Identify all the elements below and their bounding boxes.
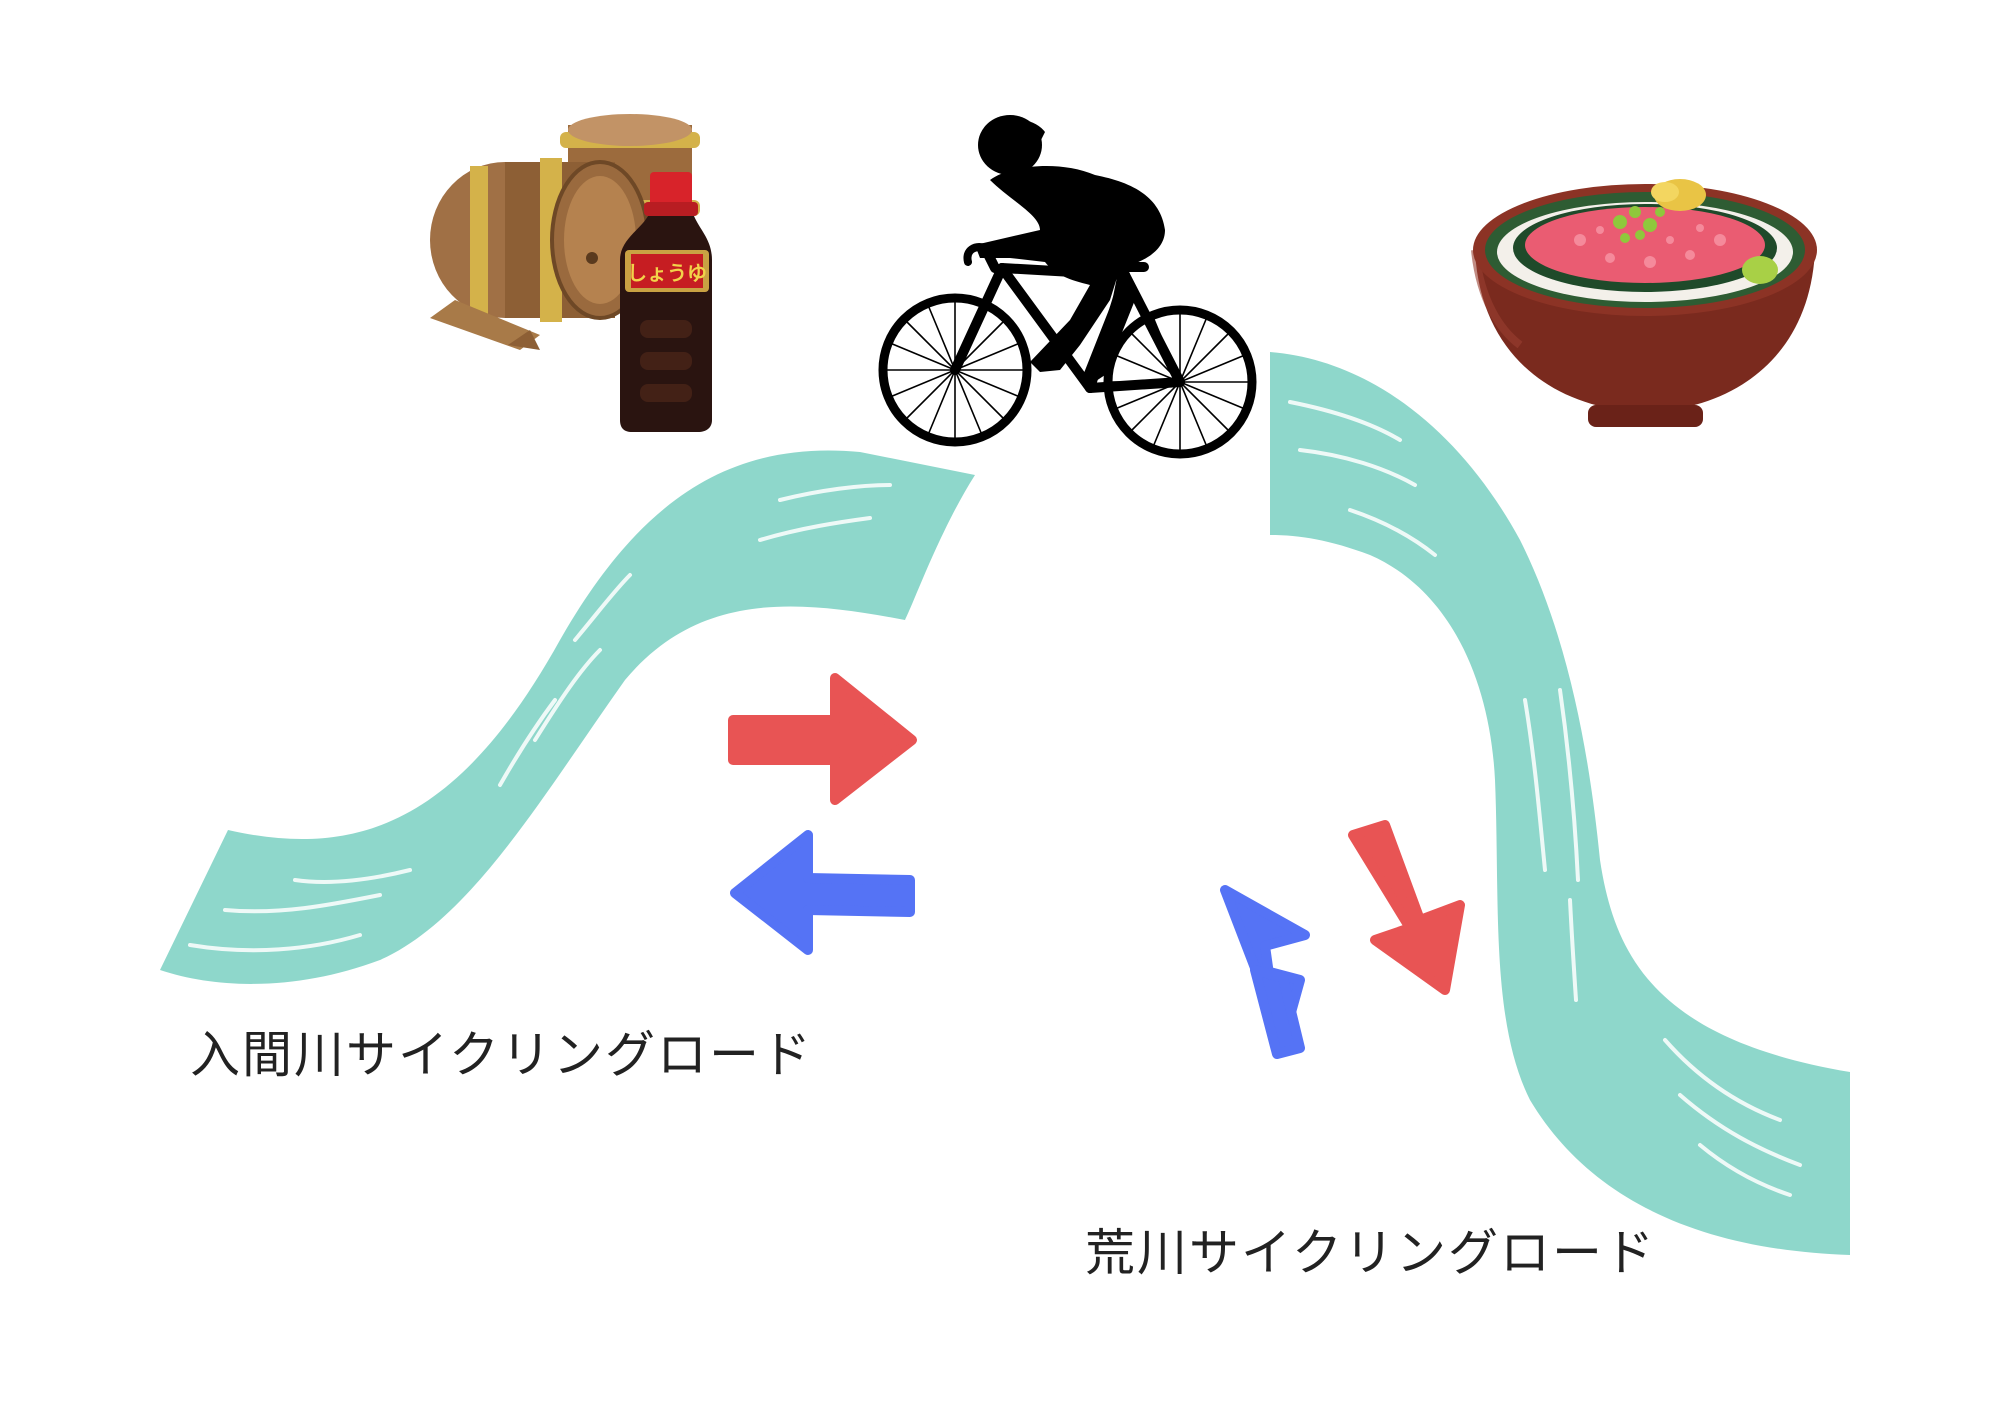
- return-arrow-left: [730, 830, 915, 955]
- arakawa-river: [1270, 352, 1850, 1255]
- forward-arrow-right: [728, 673, 917, 805]
- arakawa-route-label: 荒川サイクリングロード: [1085, 1224, 1656, 1282]
- iruma-river: [160, 450, 975, 984]
- forward-arrow-down: [1348, 820, 1465, 995]
- cyclist-icon: [878, 115, 1257, 459]
- soy-sauce-bottle-icon: しょうゆ: [620, 172, 712, 432]
- soy-bottle-label: しょうゆ: [627, 261, 707, 285]
- return-arrow-up: [1220, 885, 1310, 1059]
- tuna-bowl-icon: [1471, 179, 1817, 427]
- iruma-route-label: 入間川サイクリングロード: [190, 1026, 813, 1084]
